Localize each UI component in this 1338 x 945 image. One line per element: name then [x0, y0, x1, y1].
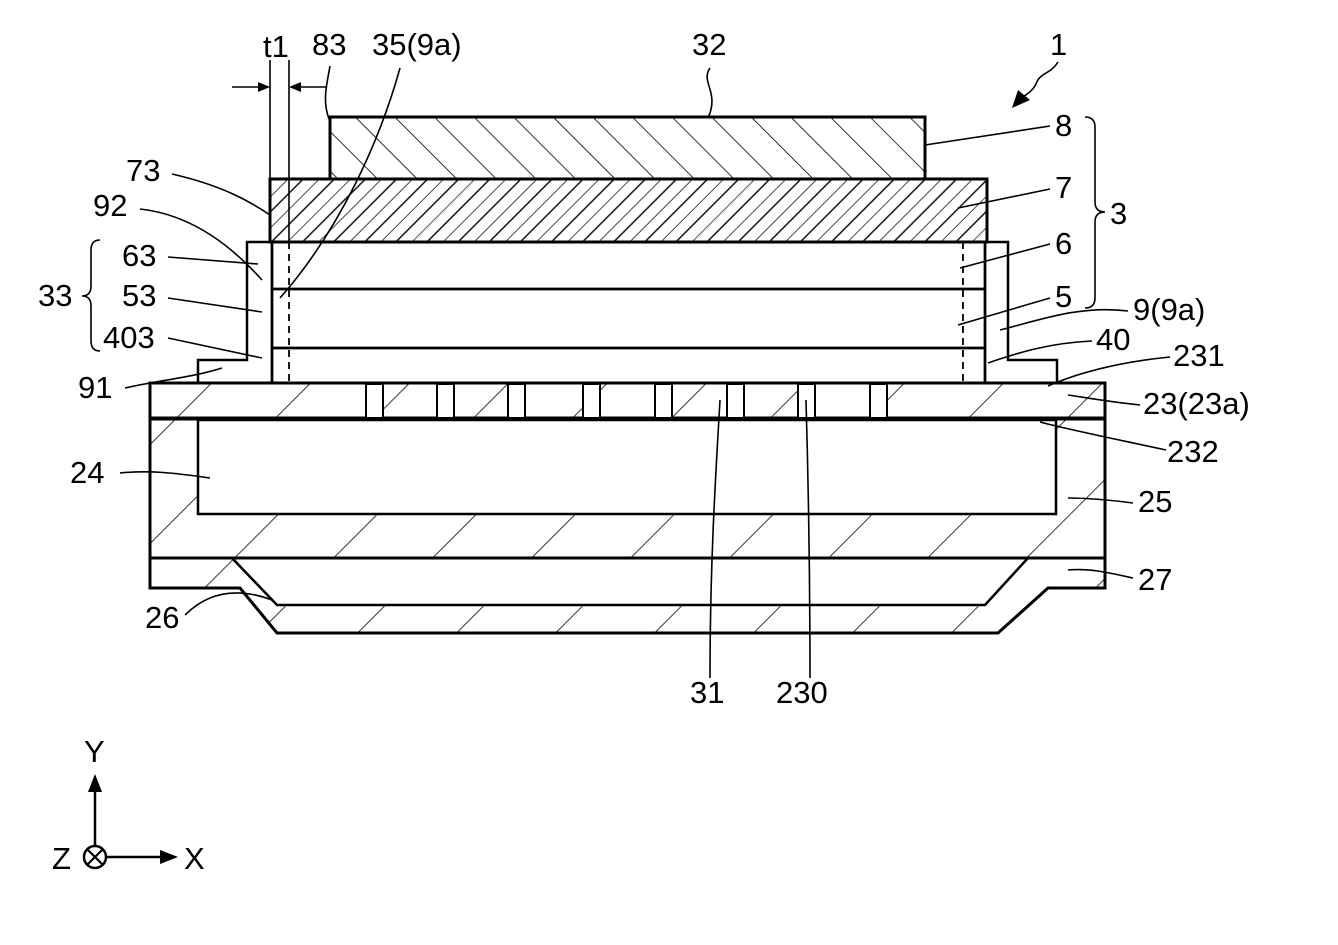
- axis-label-y: Y: [84, 734, 105, 769]
- label-230: 230: [776, 675, 828, 710]
- label-25: 25: [1138, 484, 1172, 519]
- label-24: 24: [70, 455, 104, 490]
- label-403: 403: [103, 320, 155, 355]
- label-9-9a: 9(9a): [1133, 292, 1205, 327]
- label-33: 33: [38, 278, 72, 313]
- label-3: 3: [1110, 196, 1127, 231]
- bracket-3: [1085, 117, 1105, 308]
- label-26: 26: [145, 600, 179, 635]
- chamber-24: [198, 420, 1056, 514]
- layer-5: [272, 289, 985, 348]
- layer-6: [272, 242, 985, 289]
- axis-label-z: Z: [52, 841, 71, 876]
- label-7: 7: [1055, 170, 1072, 205]
- label-231: 231: [1173, 338, 1225, 373]
- label-31: 31: [690, 675, 724, 710]
- layer-7: [270, 179, 987, 242]
- label-92: 92: [93, 188, 127, 223]
- label-32: 32: [692, 27, 726, 62]
- label-40: 40: [1096, 322, 1130, 357]
- axes-indicator: [84, 774, 178, 868]
- label-73: 73: [126, 153, 160, 188]
- layer-8: [330, 117, 925, 179]
- x-arrow-icon: [160, 850, 178, 864]
- label-8: 8: [1055, 108, 1072, 143]
- layer-40: [272, 348, 985, 383]
- label-6: 6: [1055, 226, 1072, 261]
- label-27: 27: [1138, 562, 1172, 597]
- axis-label-x: X: [184, 841, 205, 876]
- label-23-23a: 23(23a): [1143, 386, 1250, 421]
- label-53: 53: [122, 278, 156, 313]
- plate-23: [150, 383, 1105, 419]
- label-t1: t1: [263, 29, 289, 64]
- label-device: 1: [1050, 27, 1067, 62]
- label-5: 5: [1055, 279, 1072, 314]
- label-35-9a: 35(9a): [372, 27, 462, 62]
- label-232: 232: [1167, 434, 1219, 469]
- bracket-33: [82, 240, 100, 351]
- label-91: 91: [78, 370, 112, 405]
- device-arrow: [1012, 62, 1058, 108]
- label-63: 63: [122, 238, 156, 273]
- circle-cross-icon: [84, 846, 106, 868]
- cavity-26: [232, 558, 1028, 605]
- y-arrow-icon: [88, 774, 102, 792]
- label-83: 83: [312, 27, 346, 62]
- seal-9-right: [985, 242, 1057, 383]
